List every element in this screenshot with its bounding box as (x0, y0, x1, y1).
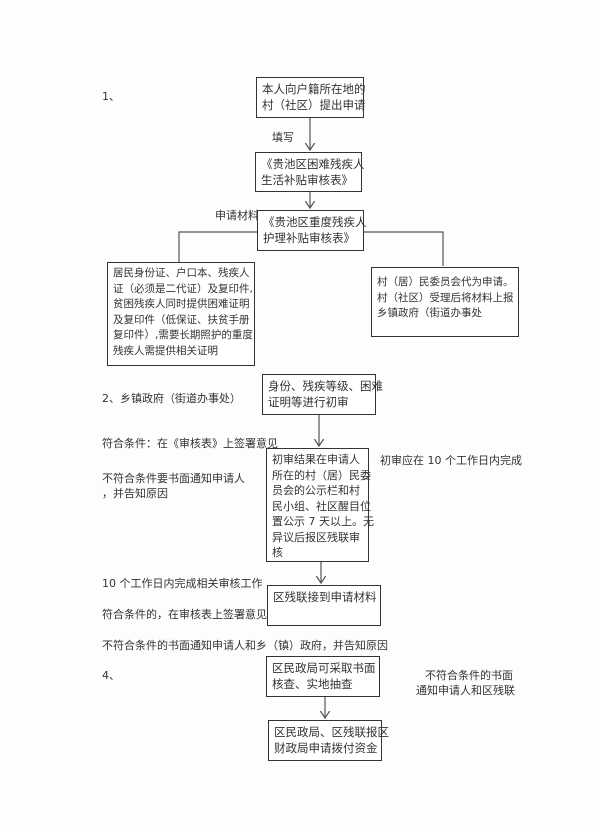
box-line: 复印件）,需要长期照护的重度 (113, 329, 253, 341)
box-line: 区民政局、区残联报区 (274, 725, 389, 739)
box-line: 及复印件（低保证、扶贫手册 (113, 313, 250, 326)
box-line: 《贵池区困难残疾人 (261, 157, 365, 171)
box-line: 民小组、社区醒目位 (272, 499, 371, 513)
step2-note-ok: 符合条件：在《审核表》上签署意见 (102, 437, 278, 450)
box-check: 区民政局可采取书面 核查、实地抽查 (266, 656, 380, 697)
box-line: 居民身份证、户口本、残疾人 (113, 267, 250, 279)
box-line: 财政局申请拨付资金 (274, 741, 378, 755)
step4-note-fail-2: 通知申请人和区残联 (416, 684, 515, 697)
label-fill: 填写 (272, 131, 294, 144)
box-line: 区民政局可采取书面 (272, 661, 376, 675)
box-line: 贫困残疾人同时提供困难证明 (113, 298, 250, 310)
box-line: 置公示 7 天以上。无 (272, 515, 374, 528)
box-line: 所在的村（居）民委 (272, 468, 371, 482)
box-line: 证明等进行初审 (268, 395, 349, 409)
box-line: 身份、残疾等级、困难 (268, 379, 383, 393)
step2-note-fail-1: 不符合条件要书面通知申请人 (102, 472, 245, 485)
box-funds: 区民政局、区残联报区 财政局申请拨付资金 (268, 720, 389, 761)
box-line: 异议后报区残联审 (272, 530, 360, 544)
box-village: 村（居）民委员会代为申请。 村（社区）受理后将材料上报 乡镇政府（街道办事处 (371, 267, 519, 337)
box-line: 本人向户籍所在地的 (262, 82, 366, 96)
branch-left (178, 231, 257, 262)
step1-number: 1、 (102, 90, 120, 103)
step3-note-fail: 不符合条件的书面通知申请人和乡（镇）政府，并告知原因 (102, 639, 388, 652)
label-materials: 申请材料 (215, 209, 259, 222)
box-form1: 《贵池区困难残疾人 生活补贴审核表》 (255, 152, 365, 192)
step2-title: 2、乡镇政府（街道办事处） (102, 392, 241, 405)
box-line: 生活补贴审核表》 (261, 173, 353, 187)
box-line: 村（社区）受理后将材料上报 (377, 291, 514, 304)
box-review: 身份、残疾等级、困难 证明等进行初审 (262, 374, 383, 415)
box-line: 核查、实地抽查 (272, 677, 353, 691)
box-materials: 居民身份证、户口本、残疾人 证（必须是二代证）及复印件, 贫困残疾人同时提供困难… (107, 262, 255, 366)
step4-number: 4、 (102, 669, 120, 682)
step2-note-deadline: 初审应在 10 个工作日内完成 (380, 454, 522, 467)
box-line: 《贵池区重度残疾人 (263, 215, 367, 229)
box-line: 村（居）民委员会代为申请。 (377, 276, 514, 288)
box-line: 初审结果在申请人 (272, 453, 360, 466)
step3-note-deadline: 10 个工作日内完成相关审核工作 (102, 577, 263, 590)
box-line: 护理补贴审核表》 (263, 231, 355, 245)
step4-note-fail-1: 不符合条件的书面 (425, 669, 513, 682)
box-received: 区残联接到申请材料 (267, 585, 381, 626)
box-line: 残疾人需提供相关证明 (113, 344, 218, 357)
box-apply: 本人向户籍所在地的 村（社区）提出申请 (256, 77, 366, 118)
box-line: 乡镇政府（街道办事处 (377, 307, 482, 319)
box-line: 村（社区）提出申请 (262, 98, 366, 112)
branch-right (364, 231, 444, 266)
box-form2: 《贵池区重度残疾人 护理补贴审核表》 (257, 210, 367, 251)
box-line: 核 (272, 546, 283, 559)
box-line: 员会的公示栏和村 (272, 484, 360, 497)
box-publicity: 初审结果在申请人 所在的村（居）民委 员会的公示栏和村 民小组、社区醒目位 置公… (266, 448, 374, 562)
box-line: 区残联接到申请材料 (273, 590, 377, 604)
box-line: 证（必须是二代证）及复印件, (113, 282, 253, 295)
step2-note-fail-2: ，并告知原因 (102, 487, 168, 500)
step3-note-ok: 符合条件的，在审核表上签署意见 (102, 608, 267, 621)
